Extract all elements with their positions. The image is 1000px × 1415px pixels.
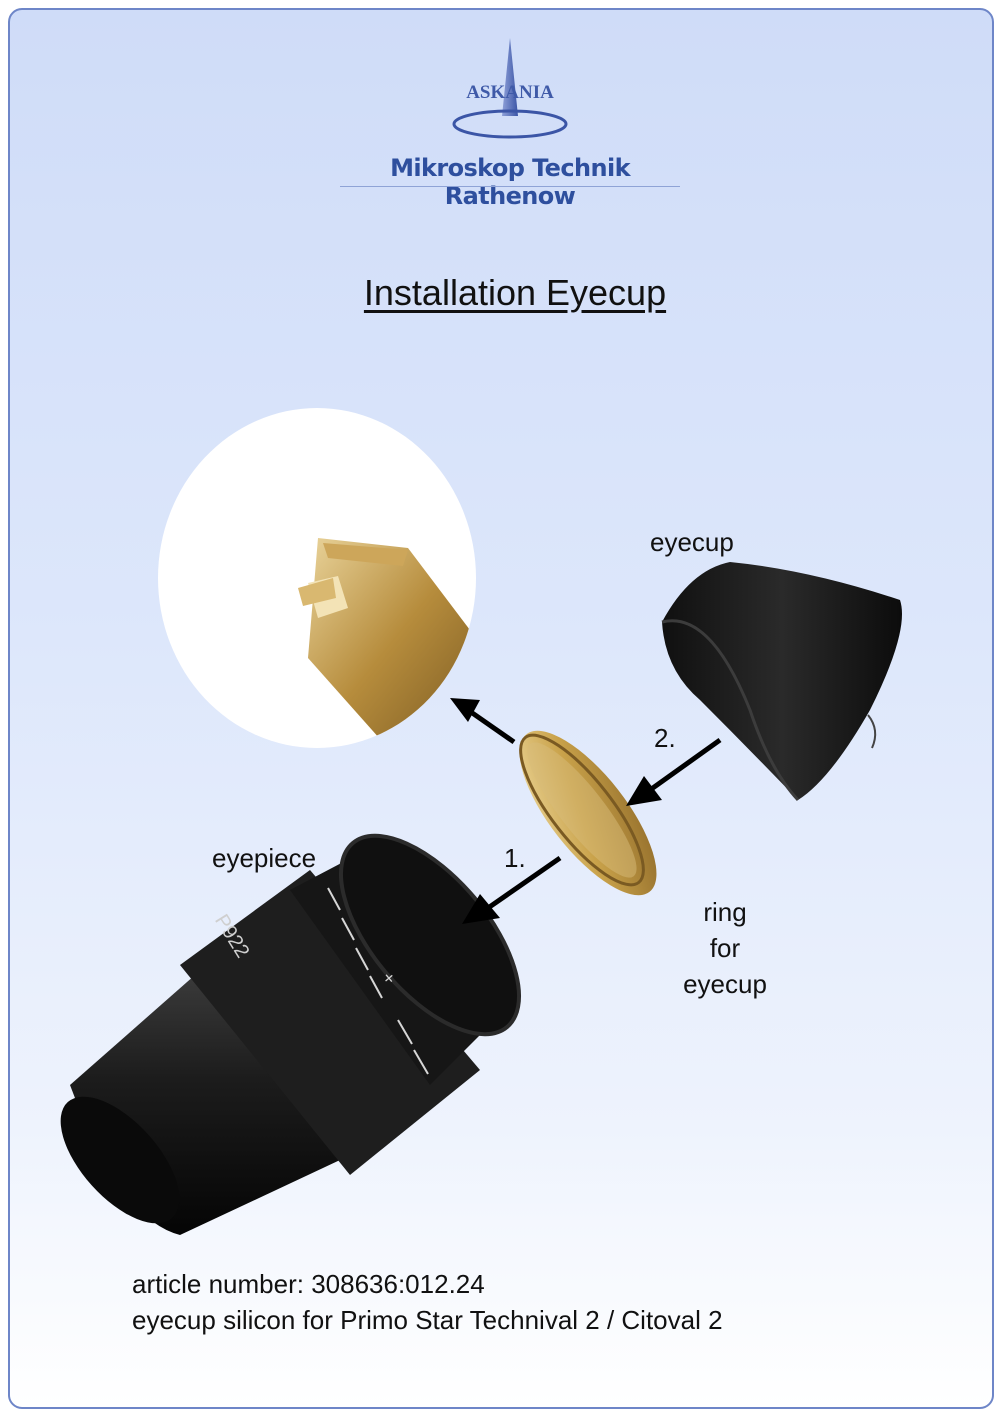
ring-label: ring for eyecup	[670, 894, 780, 1002]
ring-label-line3: eyecup	[670, 966, 780, 1002]
assembly-illustration	[10, 10, 992, 1407]
article-number-line: article number: 308636:012.24	[132, 1266, 723, 1302]
instruction-sheet: ASKANIA Mikroskop Technik Rathenow Insta…	[8, 8, 994, 1409]
ring-label-line2: for	[670, 930, 780, 966]
step-2-label: 2.	[654, 723, 676, 754]
article-info: article number: 308636:012.24 eyecup sil…	[132, 1266, 723, 1338]
article-number-value: 308636:012.24	[311, 1269, 485, 1299]
eyepiece-label: eyepiece	[212, 843, 316, 874]
step-1-label: 1.	[504, 843, 526, 874]
article-description: eyecup silicon for Primo Star Technival …	[132, 1302, 723, 1338]
article-number-label: article number:	[132, 1269, 304, 1299]
eyecup-part	[662, 562, 902, 800]
eyecup-label: eyecup	[650, 527, 734, 558]
ring-label-line1: ring	[670, 894, 780, 930]
arrow-to-zoom-icon	[450, 698, 514, 742]
